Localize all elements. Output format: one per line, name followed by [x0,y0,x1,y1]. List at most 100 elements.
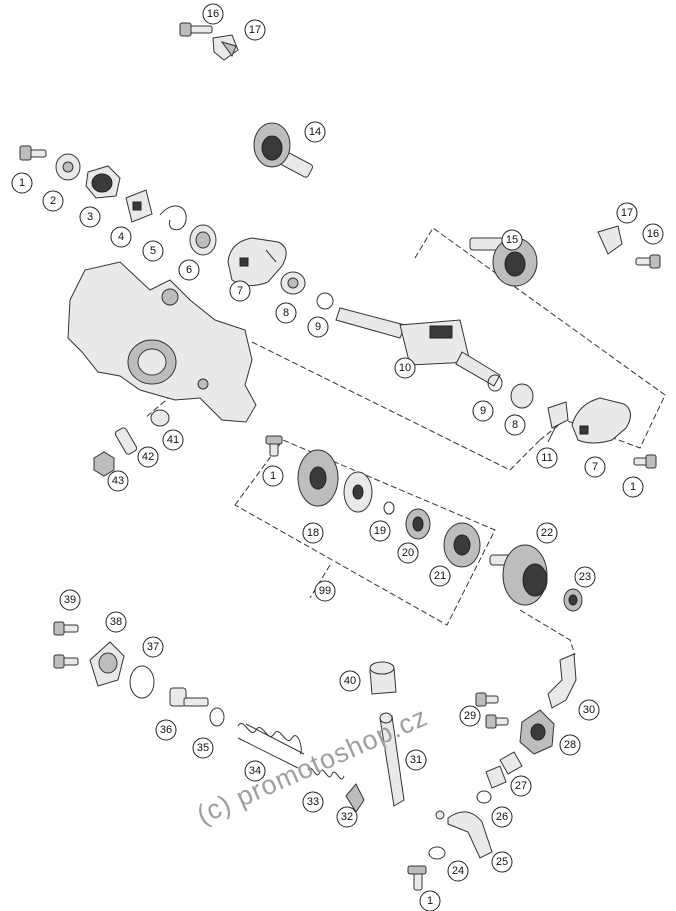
callout-7: 7 [229,280,251,302]
callout-number: 11 [541,452,552,464]
callout-circle [510,775,532,797]
callout-35: 35 [192,737,214,759]
part-crankcase [67,261,257,423]
callout-32: 32 [336,806,358,828]
part-shift-shaft-10 [335,307,501,387]
callout-34: 34 [244,760,266,782]
part-bolt-1-bottom [407,865,427,891]
callout-10: 10 [394,357,416,379]
part-bush-8-right [510,383,534,409]
callout-circle [536,522,558,544]
callout-circle [559,734,581,756]
part-gear-22 [489,544,548,606]
callout-36: 36 [155,719,177,741]
callout-number: 28 [564,739,576,751]
callout-circle [459,705,481,727]
callout-number: 40 [344,675,356,687]
part-bolt-1-left [19,145,47,161]
part-washer-9-right [487,374,503,392]
callout-37: 37 [142,636,164,658]
callout-circle [142,240,164,262]
part-washer-35 [209,707,225,727]
callout-14: 14 [304,121,326,143]
callout-21: 21 [429,565,451,587]
callout-number: 17 [621,207,633,219]
callout-number: 34 [249,765,261,777]
callout-number: 16 [207,8,219,20]
callout-38: 38 [105,611,127,633]
callout-16: 16 [642,223,664,245]
callout-circle [192,737,214,759]
part-bolt-1-pump [265,435,283,457]
callout-number: 20 [402,547,414,559]
part-clip-17-right [597,225,623,255]
callout-circle [501,229,523,251]
part-bolt-39-bottom [53,654,79,669]
callout-circle [578,699,600,721]
callout-number: 19 [374,525,386,537]
callout-number: 41 [167,434,179,446]
callout-circle [110,226,132,248]
callout-39: 39 [59,589,81,611]
callout-number: 38 [110,616,122,628]
callout-number: 1 [630,481,636,493]
callout-42: 42 [137,446,159,468]
callout-28: 28 [559,734,581,756]
callout-27: 27 [510,775,532,797]
callout-circle [155,719,177,741]
part-washer-19 [383,501,395,515]
callout-circle [302,522,324,544]
callout-33: 33 [302,791,324,813]
callout-circle [397,542,419,564]
part-gasket-7-right [571,397,631,444]
callout-number: 1 [19,177,25,189]
callout-number: 8 [283,307,289,319]
callout-circle [447,860,469,882]
part-gasket-7-left [227,237,287,286]
part-bolt-29-bottom [485,714,509,729]
callout-number: 22 [541,527,553,539]
part-plate-11 [547,401,569,443]
callout-circle [491,806,513,828]
part-valve-32 [345,783,365,813]
callout-1: 1 [262,465,284,487]
callout-circle [142,636,164,658]
callout-18: 18 [302,522,324,544]
callout-number: 1 [270,470,276,482]
part-housing-28 [519,709,555,755]
part-bearing-21 [443,522,481,568]
callout-8: 8 [504,414,526,436]
callout-number: 36 [160,724,172,736]
part-bolt-29-top [475,692,499,707]
callout-number: 99 [319,585,331,597]
callout-number: 3 [87,211,93,223]
callout-40: 40 [339,670,361,692]
callout-number: 10 [399,362,411,374]
callout-number: 7 [592,461,598,473]
part-spring-33 [307,767,345,780]
callout-circle [59,589,81,611]
callout-circle [137,446,159,468]
callout-circle [107,470,129,492]
callout-number: 37 [147,641,159,653]
callout-number: 35 [197,742,209,754]
callout-16: 16 [202,3,224,25]
part-plunger-36 [169,687,209,707]
part-oring-37 [129,665,155,699]
callout-circle [616,202,638,224]
callout-15: 15 [501,229,523,251]
callout-20: 20 [397,542,419,564]
part-lever-25 [435,810,493,859]
callout-number: 4 [118,231,124,243]
callout-8: 8 [275,302,297,324]
part-bush-27 [485,751,523,789]
callout-circle [105,611,127,633]
callout-circle [405,749,427,771]
part-spring-5 [159,205,187,231]
callout-17: 17 [616,202,638,224]
callout-5: 5 [142,240,164,262]
callout-number: 6 [186,264,192,276]
callout-number: 27 [515,780,527,792]
